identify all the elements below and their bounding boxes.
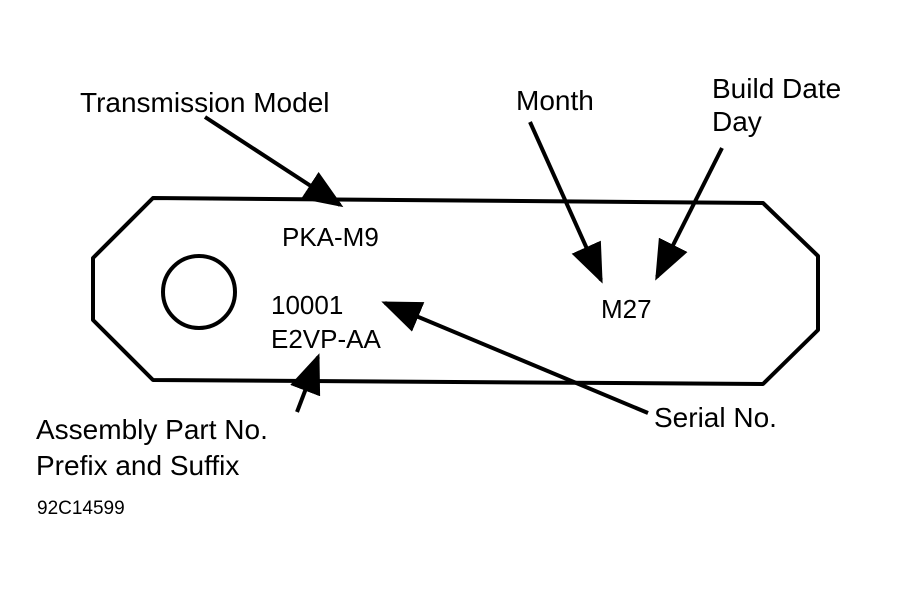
figure-code: 92C14599	[37, 498, 125, 519]
assembly-part-no-line2: Prefix and Suffix	[36, 450, 240, 481]
transmission-model-arrow	[203, 115, 344, 208]
serial-no-arrow	[381, 301, 649, 415]
assembly-part-no-arrow	[290, 353, 321, 413]
build-date-day-label: Build Date Day	[712, 75, 841, 136]
mounting-hole	[161, 254, 237, 330]
plate-model-code: PKA-M9	[282, 222, 379, 252]
plate-serial-number: 10001	[271, 290, 344, 320]
month-arrow	[528, 121, 603, 284]
plate-part-number: E2VP-AA	[271, 324, 381, 354]
assembly-part-no-label: Assembly Part No. Prefix and Suffix	[36, 416, 268, 480]
plate-date-code: M27	[601, 294, 652, 324]
transmission-model-label: Transmission Model	[80, 87, 330, 118]
id-tag-plate	[91, 196, 820, 386]
serial-no-label: Serial No.	[654, 402, 777, 433]
assembly-part-no-line1: Assembly Part No.	[36, 414, 268, 445]
month-label: Month	[516, 85, 594, 116]
build-date-day-line2: Day	[712, 106, 762, 137]
build-date-day-line1: Build Date	[712, 73, 842, 104]
build-date-day-arrow	[655, 147, 724, 281]
